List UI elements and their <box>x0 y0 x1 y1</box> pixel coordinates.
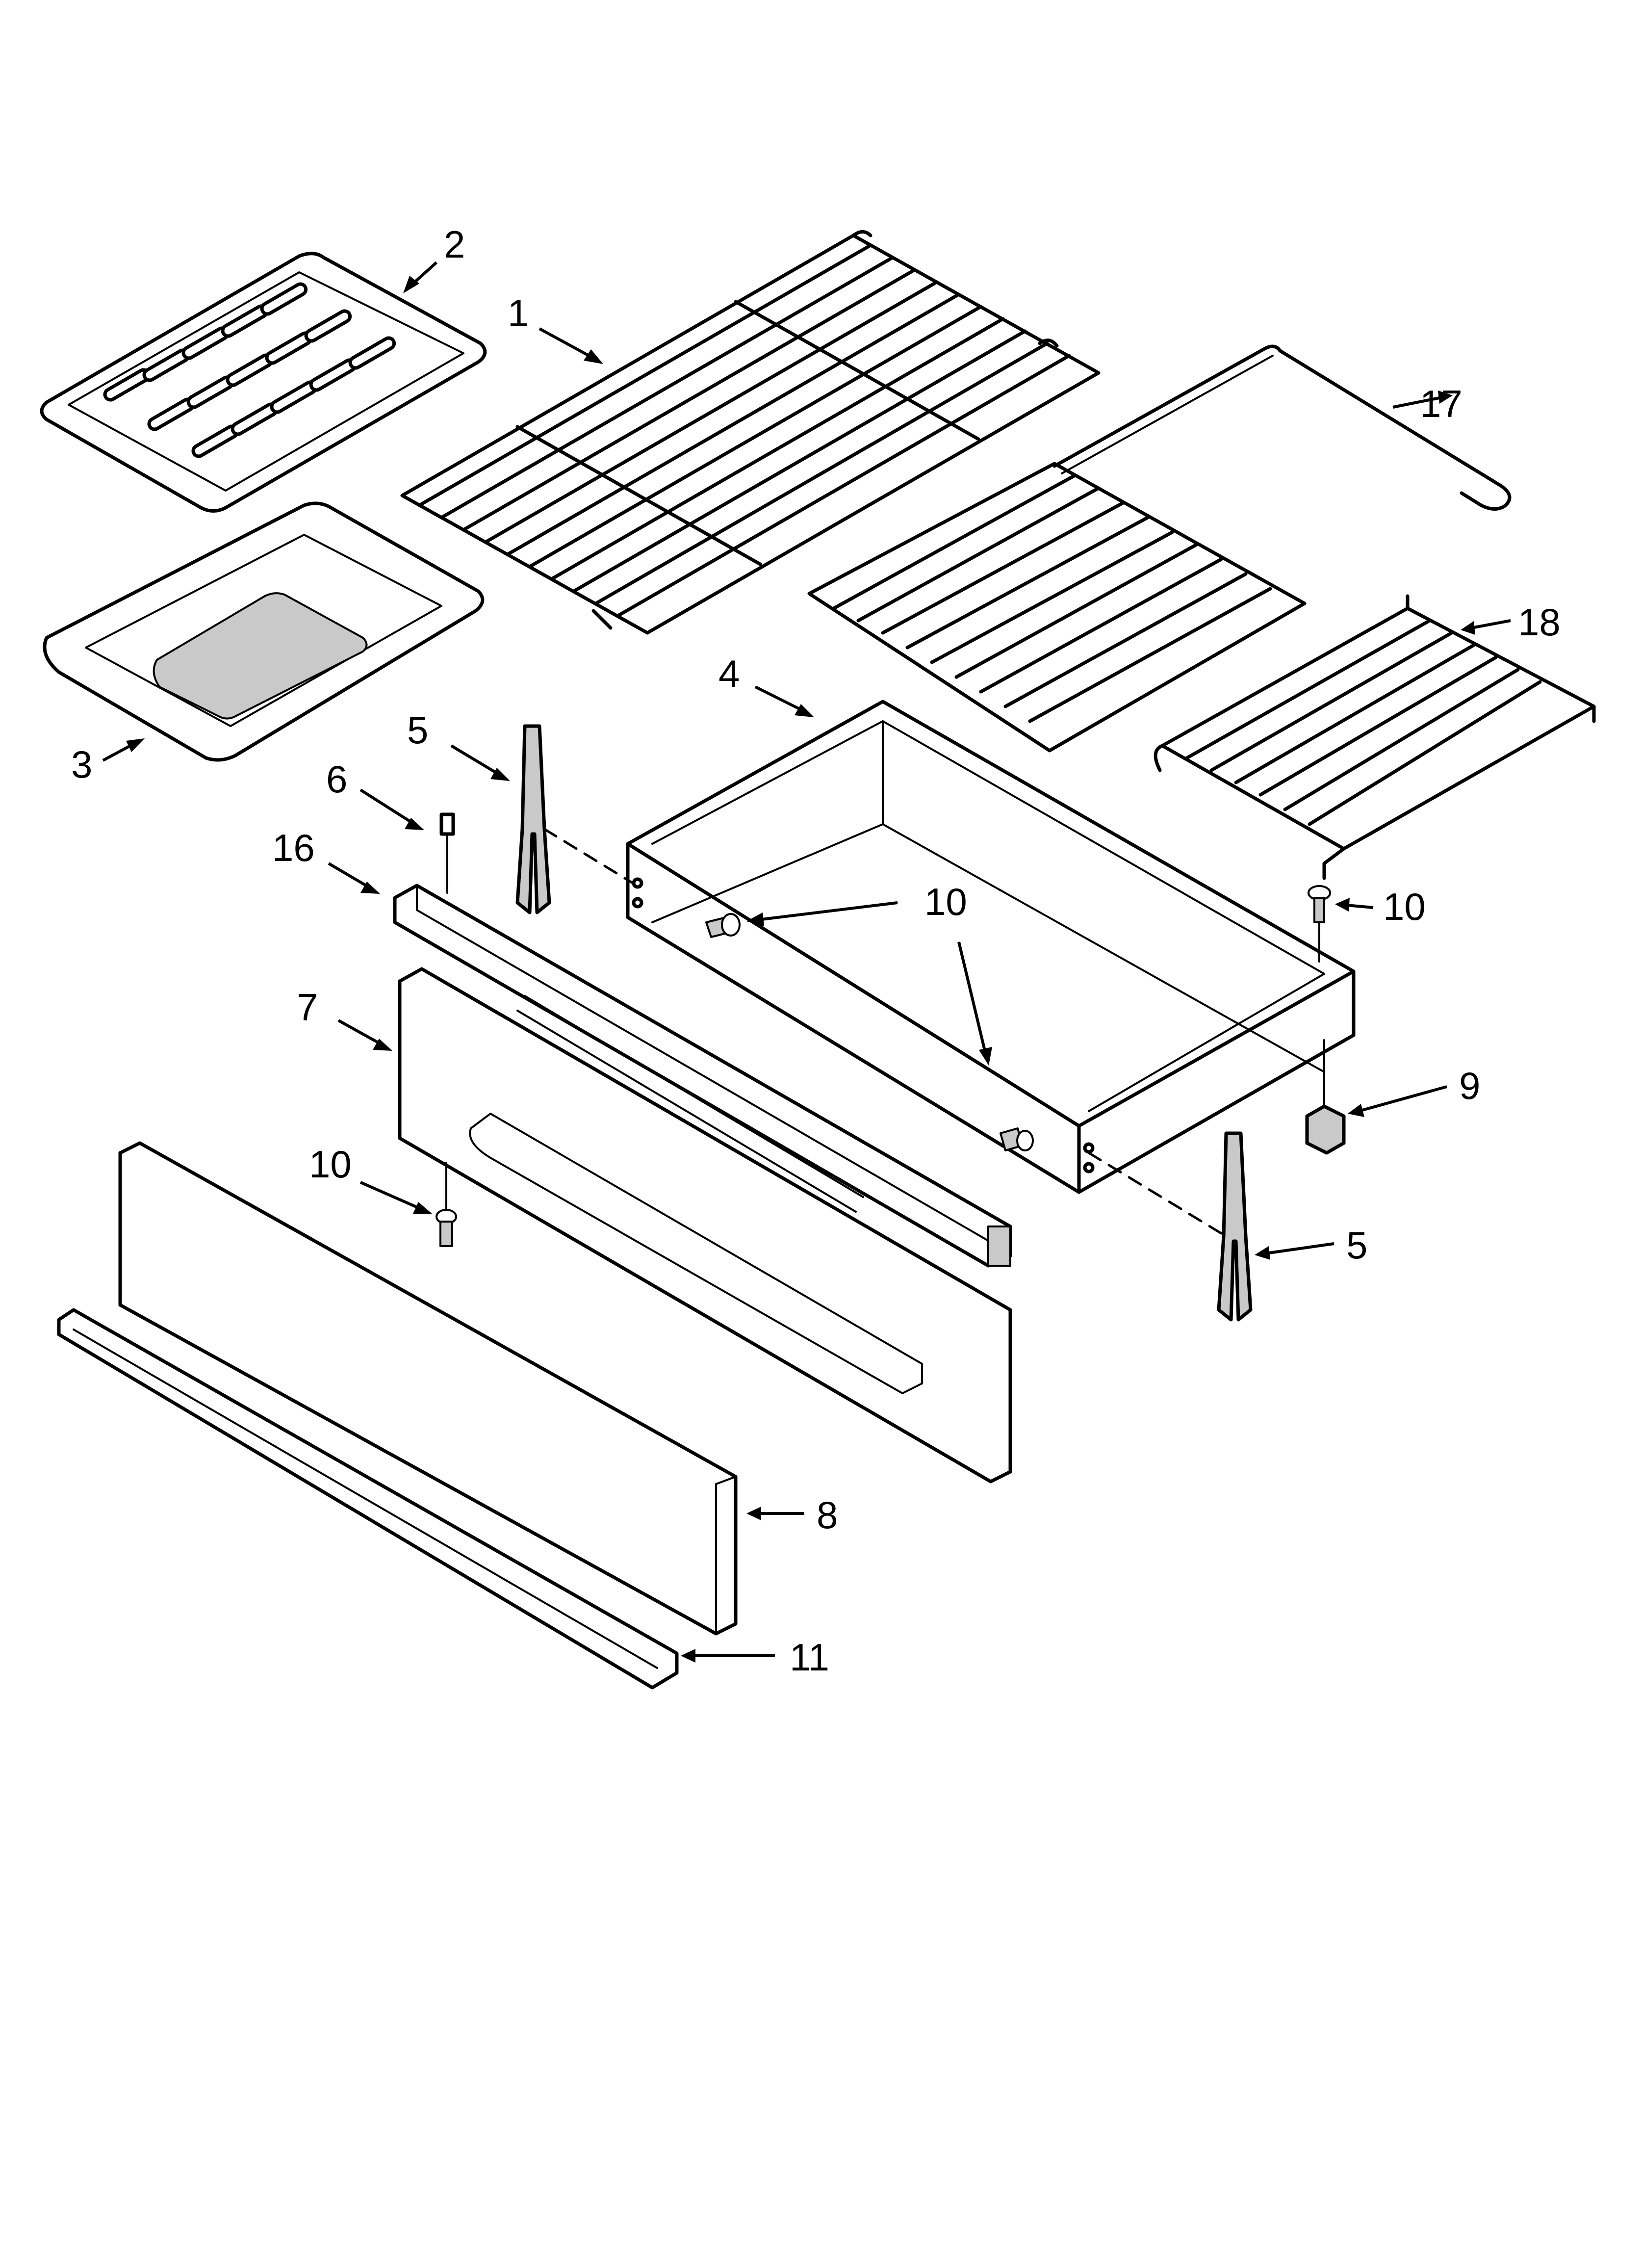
callout-11: 11 <box>790 1636 829 1679</box>
screw-part-10-a <box>705 913 741 938</box>
callout-4: 4 <box>718 652 740 695</box>
clip-part-9 <box>1305 1039 1346 1155</box>
slide-alignment-lines <box>543 828 1228 1238</box>
callout-17: 17 <box>1420 382 1462 425</box>
callout-2: 2 <box>444 223 465 266</box>
screw-part-10-d <box>436 1162 457 1247</box>
screw-part-10-c <box>1308 885 1331 963</box>
drawer-slide-part-5-right <box>1217 1131 1253 1322</box>
screw-part-6 <box>439 812 455 894</box>
screw-part-10-b <box>1000 1127 1034 1151</box>
callout-6: 6 <box>326 757 347 801</box>
callout-10-drawer-right: 10 <box>1383 885 1426 928</box>
drawer-trim-part-16 <box>393 884 1012 1268</box>
callout-3: 3 <box>71 743 92 786</box>
drawer-slide-part-5-left <box>515 724 551 914</box>
callout-labels: 1 2 3 4 5 5 6 7 8 9 10 10 10 10 11 16 17… <box>71 223 1561 1679</box>
leaders <box>102 261 1511 1663</box>
broiler-pan-part-3 <box>43 501 485 762</box>
half-rack-part-18 <box>1154 594 1596 880</box>
callout-10-front: 10 <box>309 1143 352 1186</box>
callout-7: 7 <box>297 986 318 1029</box>
callout-18: 18 <box>1518 600 1561 644</box>
broiler-grid-part-2 <box>40 252 487 513</box>
callout-5-left: 5 <box>407 708 428 752</box>
callout-8: 8 <box>817 1493 838 1537</box>
callout-16: 16 <box>272 826 315 869</box>
sliding-rack-panel <box>807 462 1307 753</box>
kick-panel-part-8 <box>118 1141 738 1636</box>
callout-9: 9 <box>1459 1064 1480 1107</box>
base-rail-part-11 <box>57 1308 679 1690</box>
callout-5-right: 5 <box>1346 1224 1367 1267</box>
callout-1: 1 <box>508 291 529 335</box>
drawer-front-part-7 <box>398 967 1012 1484</box>
rack-slide-part-17 <box>1052 344 1512 511</box>
callout-10-drawer-left: 10 <box>924 880 967 923</box>
oven-rack-part-1 <box>400 230 1101 635</box>
